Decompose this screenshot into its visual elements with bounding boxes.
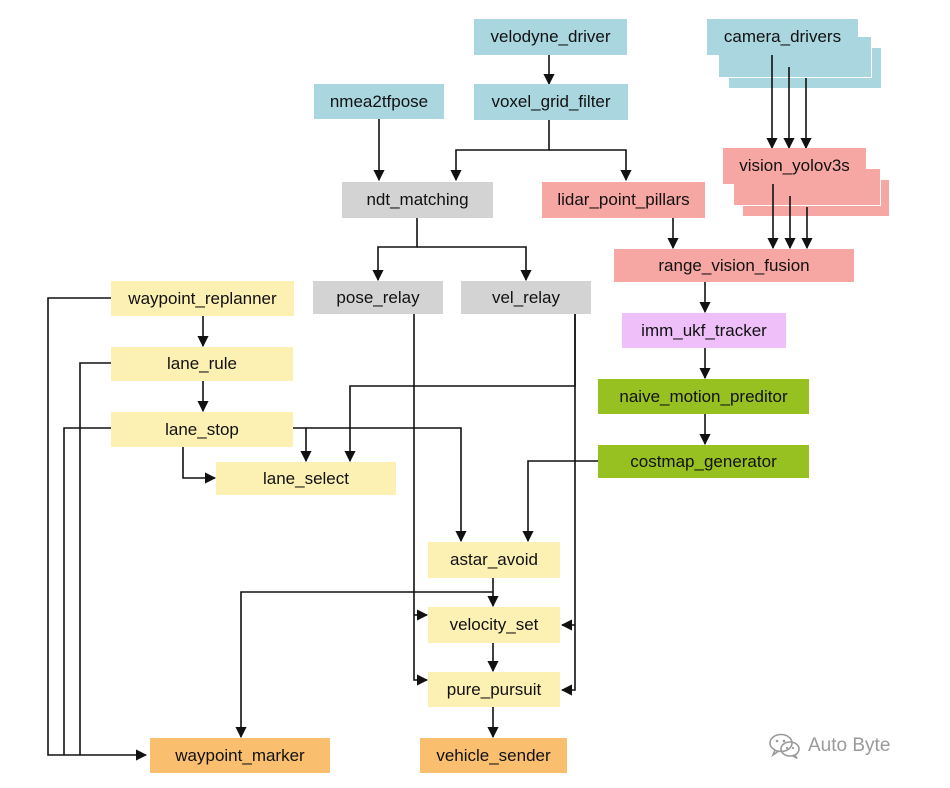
node-vision-yolov3s: vision_yolov3s bbox=[723, 148, 866, 184]
node-range-vision-fusion: range_vision_fusion bbox=[614, 249, 854, 282]
edge-lanestop-to-astar bbox=[306, 427, 467, 543]
edge-ndt-split bbox=[372, 218, 418, 282]
edge-replanner-to-waypointmarker bbox=[47, 297, 148, 761]
edge-voxel-split bbox=[450, 120, 550, 182]
node-waypoint-replanner: waypoint_replanner bbox=[111, 281, 294, 316]
edge-velrelay-to-purepursuit bbox=[560, 314, 576, 696]
edge-costmap-to-astar bbox=[522, 460, 598, 543]
watermark-text: Auto Byte bbox=[808, 735, 891, 756]
node-naive-motion-preditor: naive_motion_preditor bbox=[598, 379, 809, 414]
edge-astar-to-waypointmarker bbox=[235, 591, 493, 739]
node-imm-ukf-tracker: imm_ukf_tracker bbox=[622, 313, 786, 348]
node-vehicle-sender: vehicle_sender bbox=[420, 738, 567, 773]
edge-voxel-to-lidar bbox=[549, 149, 632, 182]
node-lane-stop: lane_stop bbox=[111, 412, 293, 447]
node-lidar-point-pillars: lidar_point_pillars bbox=[542, 182, 705, 218]
node-velocity-set: velocity_set bbox=[428, 607, 560, 643]
watermark: Auto Byte bbox=[768, 732, 890, 760]
node-velodyne-driver: velodyne_driver bbox=[474, 19, 627, 55]
edge-lanestop-to-laneselect-top bbox=[293, 427, 312, 463]
node-nmea2tfpose: nmea2tfpose bbox=[314, 84, 444, 119]
edge-velrelay-to-laneselect bbox=[344, 314, 576, 463]
node-astar-avoid: astar_avoid bbox=[428, 542, 560, 578]
edge-lanerule-to-waypointmarker bbox=[79, 362, 111, 755]
node-lane-select: lane_select bbox=[216, 462, 396, 495]
node-pose-relay: pose_relay bbox=[313, 281, 443, 314]
edge-lanestop-to-waypointmarker bbox=[63, 427, 111, 755]
node-costmap-generator: costmap_generator bbox=[598, 445, 809, 478]
node-ndt-matching: ndt_matching bbox=[342, 182, 493, 218]
node-vel-relay: vel_relay bbox=[461, 281, 591, 314]
node-lane-rule: lane_rule bbox=[111, 347, 293, 381]
wechat-icon bbox=[769, 733, 800, 760]
node-camera-drivers: camera_drivers bbox=[707, 19, 858, 55]
edge-poserelay-to-purepursuit bbox=[413, 314, 429, 686]
edge-ndt-to-vel bbox=[417, 246, 532, 282]
node-pure-pursuit: pure_pursuit bbox=[428, 672, 560, 707]
node-waypoint-marker: waypoint_marker bbox=[150, 738, 330, 773]
edge-lanestop-to-laneselect bbox=[182, 447, 217, 484]
node-voxel-grid-filter: voxel_grid_filter bbox=[474, 84, 628, 120]
